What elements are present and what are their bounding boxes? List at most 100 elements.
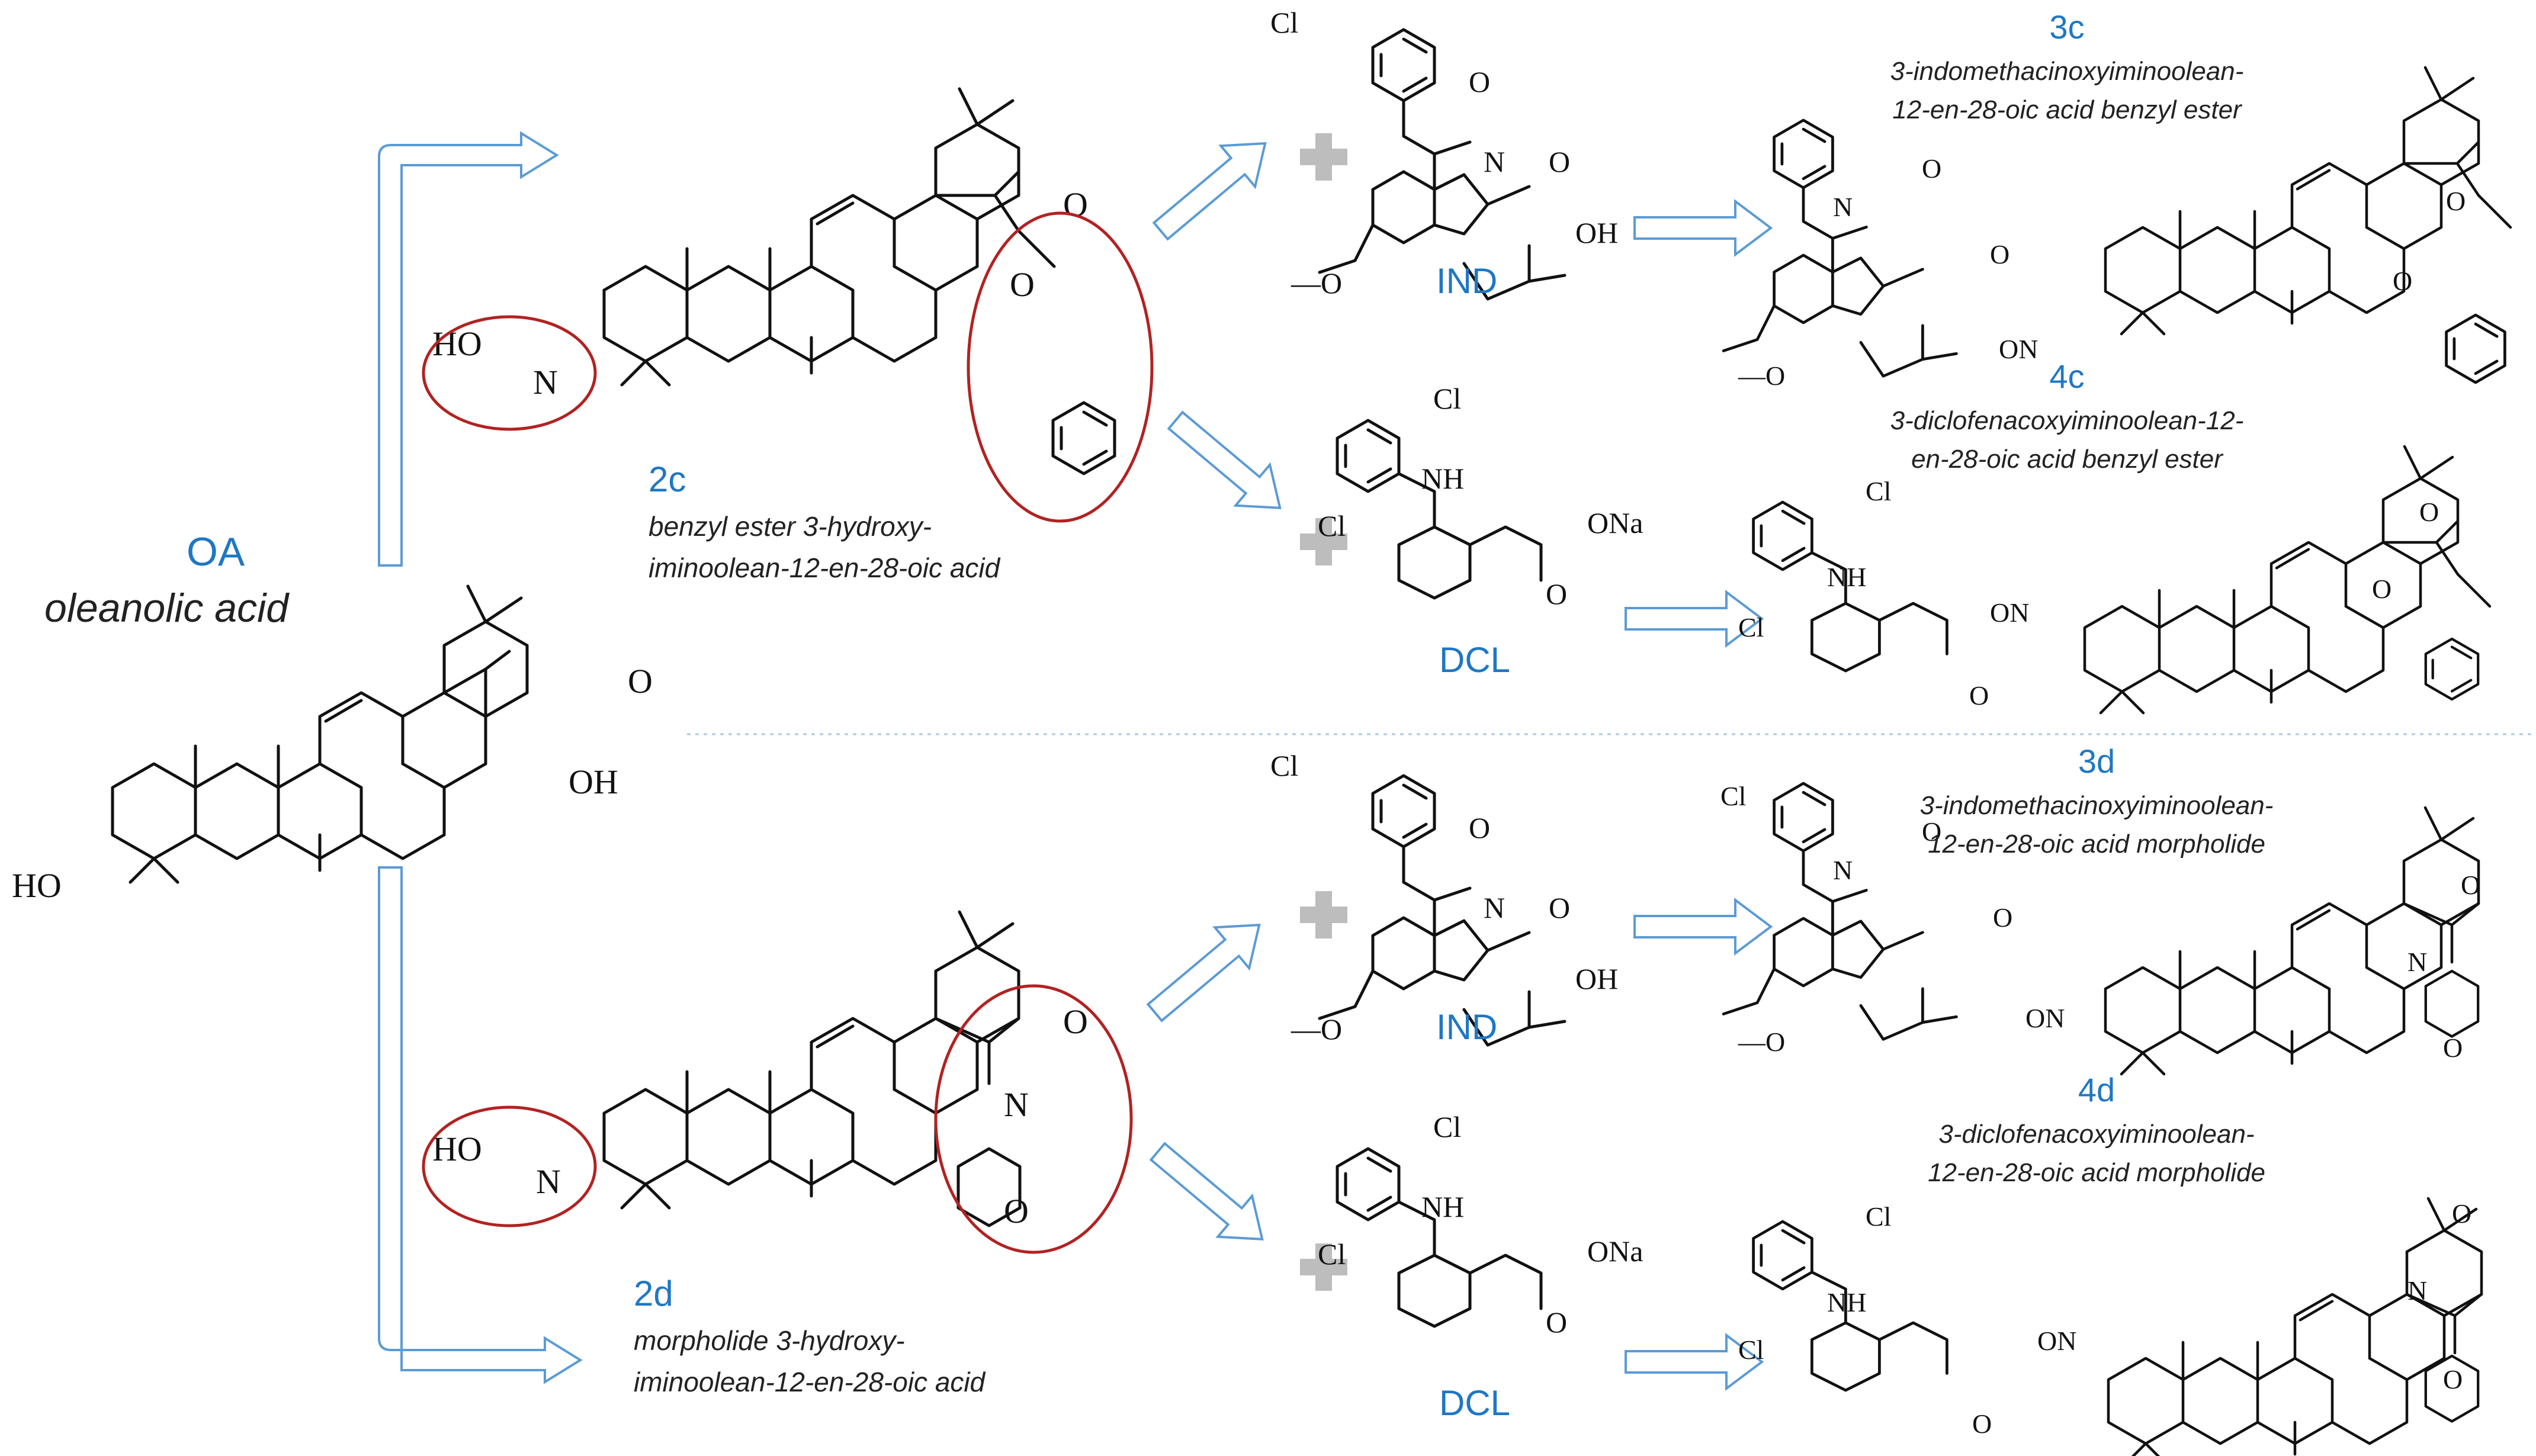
3d-o1-label: O (1922, 817, 1941, 847)
compound-3c-structure (1723, 68, 2512, 383)
ind-bottom-o-label: O (1469, 811, 1490, 844)
oa-code-label: OA (187, 529, 245, 574)
4c-name-line2: en-28-oic acid benzyl ester (1911, 445, 2224, 474)
arrow-2c-to-dcl (1157, 398, 1299, 530)
oa-ho-label: HO (12, 866, 62, 905)
3d-o3-label: O (2461, 870, 2480, 900)
3d-morph-n-label: N (2407, 947, 2427, 977)
ind-bottom-acid-o-label: O (1549, 891, 1570, 924)
compound-2c-structure (604, 89, 1115, 474)
3d-cl-label: Cl (1720, 781, 1746, 811)
4d-nh-label: NH (1827, 1287, 1866, 1317)
3d-code-label: 3d (2078, 743, 2115, 780)
2d-name-line2: iminoolean-12-en-28-oic acid (634, 1367, 986, 1397)
plus-sign-ind-bottom (1300, 891, 1347, 938)
4c-cl1-label: Cl (1866, 476, 1891, 506)
oa-name-label: oleanolic acid (44, 586, 290, 631)
2d-code-label: 2d (634, 1274, 673, 1313)
2c-oxime-highlight (422, 315, 597, 431)
dcl-bottom-cl1-label: Cl (1433, 1110, 1461, 1143)
3d-o2-label: O (1993, 902, 2012, 933)
ind-top-oh-label: OH (1575, 216, 1618, 249)
2d-name-line1: morpholide 3-hydroxy- (634, 1325, 905, 1356)
dcl-bottom-nh-label: NH (1421, 1190, 1464, 1223)
arrow-oa-to-2d (378, 866, 583, 1384)
4c-code-label: 4c (2049, 358, 2084, 395)
3d-n-label: N (1833, 855, 1853, 885)
arrow-2c-to-ind (1142, 121, 1284, 253)
3c-n-label: N (1833, 192, 1853, 222)
3c-o2-label: O (1990, 239, 2009, 269)
4d-code-label: 4d (2078, 1071, 2115, 1108)
4d-on-label: ON (2037, 1326, 2076, 1356)
4c-nh-label: NH (1827, 562, 1866, 592)
2d-morph-o-label: O (1004, 1192, 1029, 1230)
4d-name-line1: 3-diclofenacoxyiminoolean- (1938, 1120, 2254, 1149)
3c-name-line1: 3-indomethacinoxyiminoolean- (1890, 57, 2244, 86)
dcl-structure-bottom (1337, 1149, 1541, 1326)
oleanolic-acid-structure (113, 586, 527, 882)
4c-on-label: ON (1990, 597, 2029, 628)
arrow-2d-to-ind (1137, 903, 1278, 1034)
dcl-top-ona-label: ONa (1587, 506, 1643, 539)
4d-o2-label: O (2452, 1198, 2471, 1229)
2c-ester-o-label: O (1010, 265, 1035, 304)
2d-n-label: N (536, 1162, 561, 1201)
ind-bottom-label: IND (1436, 1007, 1497, 1047)
ind-top-n-label: N (1484, 145, 1505, 178)
ind-bottom-oh-label: OH (1575, 962, 1618, 995)
2c-ester-highlight (967, 211, 1154, 523)
dcl-top-cl2-label: Cl (1318, 509, 1346, 542)
4d-cl2-label: Cl (1738, 1335, 1764, 1365)
3d-name-line1: 3-indomethacinoxyiminoolean- (1920, 791, 2274, 820)
ind-top-label: IND (1436, 261, 1497, 301)
2d-o-label: O (1063, 1002, 1088, 1041)
dcl-structure-top (1337, 420, 1541, 598)
3c-o3-label: O (2446, 186, 2466, 216)
dcl-top-label: DCL (1439, 640, 1510, 680)
ind-bottom-methoxy-label: —O (1291, 1013, 1342, 1046)
oa-o-label: O (628, 662, 653, 700)
dcl-bottom-o-label: O (1546, 1306, 1567, 1339)
2c-code-label: 2c (649, 459, 686, 499)
arrow-to-3c (1633, 200, 1772, 256)
ind-top-acid-o-label: O (1549, 145, 1570, 178)
ind-structure-bottom (1320, 776, 1565, 1045)
oa-oh-label: OH (569, 763, 618, 801)
3c-code-label: 3c (2049, 8, 2084, 46)
3c-o4-label: O (2393, 266, 2412, 296)
ind-top-cl-label: Cl (1270, 6, 1298, 39)
3c-on-label: ON (1999, 334, 2038, 364)
ind-top-o-label: O (1469, 65, 1490, 98)
4c-cl2-label: Cl (1738, 612, 1764, 642)
compound-4d-structure (1754, 1198, 2483, 1456)
3d-morph-o-label: O (2443, 1033, 2463, 1063)
4c-o1-label: O (1969, 680, 1989, 711)
3c-o1-label: O (1922, 153, 1941, 184)
arrow-oa-to-2c (378, 131, 559, 567)
4d-cl1-label: Cl (1866, 1201, 1891, 1232)
2d-amide-highlight (934, 984, 1133, 1254)
2d-ho-label: HO (432, 1130, 482, 1168)
plus-sign-ind-top (1300, 133, 1347, 181)
dcl-top-nh-label: NH (1421, 462, 1464, 495)
4c-o3-label: O (2372, 574, 2391, 604)
2d-morph-n-label: N (1004, 1085, 1029, 1124)
dcl-bottom-cl2-label: Cl (1318, 1238, 1346, 1271)
2c-n-label: N (533, 363, 558, 401)
ind-bottom-n-label: N (1484, 891, 1505, 924)
dcl-top-o-label: O (1546, 577, 1567, 610)
2c-name-line1: benzyl ester 3-hydroxy- (649, 511, 932, 542)
3c-name-line2: 12-en-28-oic acid benzyl ester (1892, 95, 2243, 124)
3d-methoxy-label: —O (1738, 1027, 1785, 1057)
4d-morph-n-label: N (2407, 1275, 2427, 1306)
3c-methoxy-label: —O (1738, 361, 1785, 391)
arrow-to-3d (1633, 899, 1772, 954)
ind-bottom-cl-label: Cl (1270, 749, 1298, 782)
compound-3d-structure (1723, 783, 2480, 1074)
2d-oxime-highlight (422, 1105, 597, 1227)
ind-structure-top (1320, 30, 1565, 299)
4d-morph-o-label: O (2443, 1364, 2463, 1394)
compound-4c-structure (1754, 446, 2492, 713)
